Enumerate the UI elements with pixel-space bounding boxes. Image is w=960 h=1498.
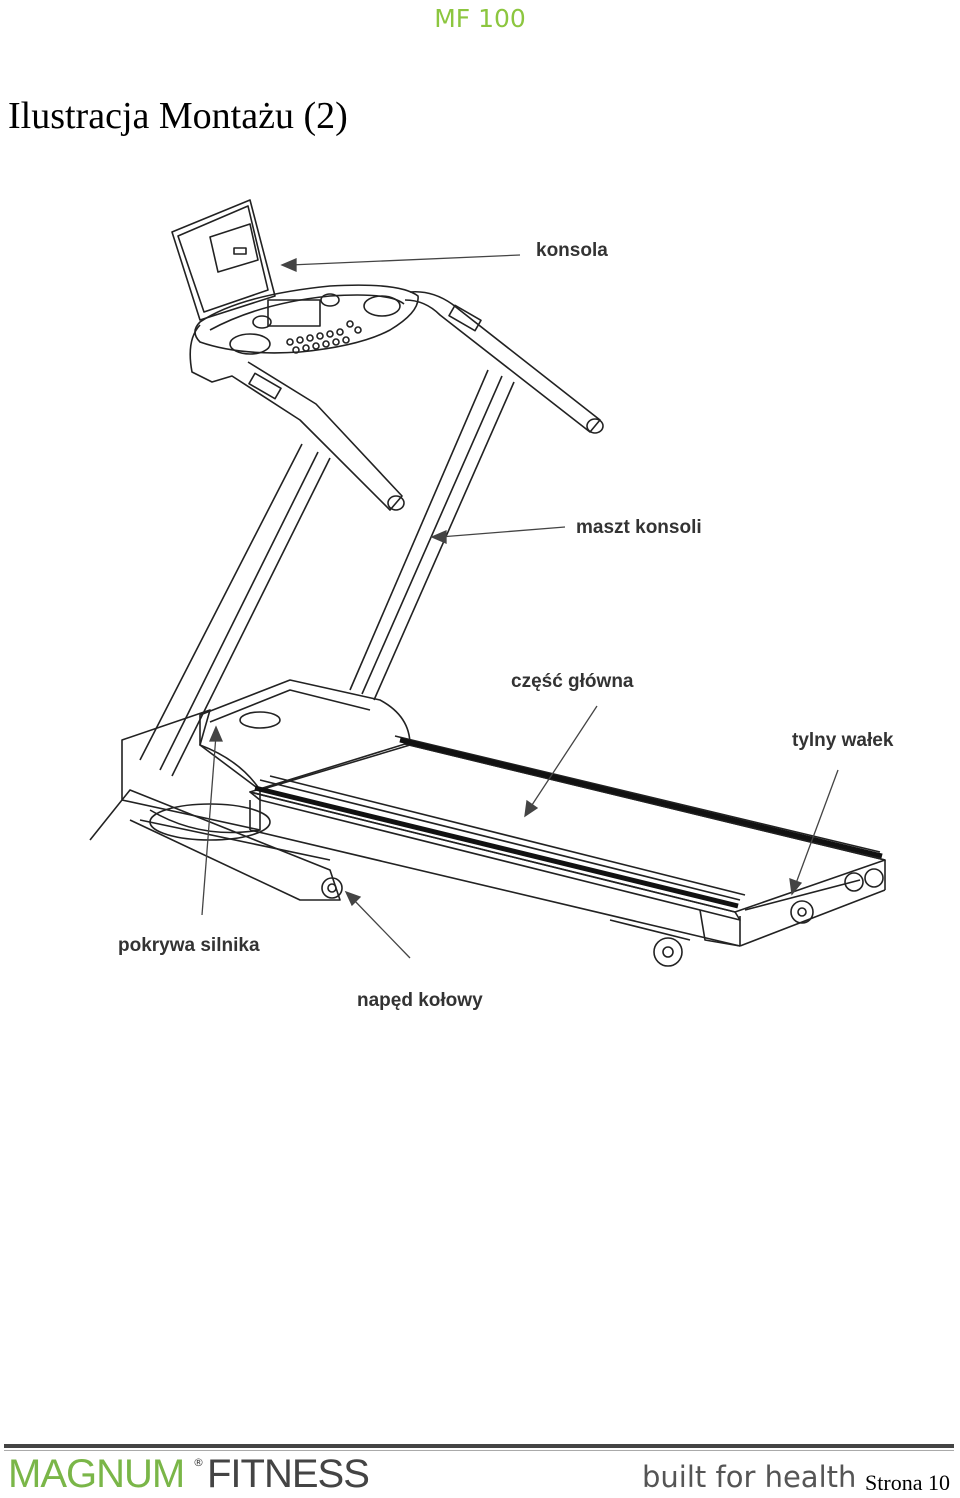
page-number: Strona 10: [865, 1470, 950, 1495]
console-mast: [139, 369, 515, 777]
side-rails: [254, 737, 883, 909]
label-wheel-drive: napęd kołowy: [357, 990, 483, 1011]
model-name: MF 100: [434, 4, 526, 33]
console-screen: [171, 199, 276, 321]
label-console: konsola: [536, 240, 608, 261]
brand-registered-mark: ®: [193, 1456, 204, 1469]
footer-divider-thin: [4, 1450, 954, 1451]
label-main-part: część główna: [511, 671, 634, 692]
brand-logo-magnum: MAGNUM: [8, 1452, 185, 1496]
treadmill-diagram: [89, 199, 886, 967]
label-console-mast: maszt konsoli: [576, 517, 702, 538]
handrails: [189, 290, 604, 511]
base-and-wheels: [89, 789, 884, 967]
brand-logo-fitness: FITNESS: [207, 1452, 370, 1496]
brand-tagline: built for health: [642, 1460, 857, 1494]
label-motor-cover: pokrywa silnika: [118, 935, 260, 956]
main-deck: [249, 735, 886, 947]
label-rear-roller: tylny wałek: [792, 730, 894, 751]
callout-pointers: [201, 254, 839, 959]
console-tray: [194, 284, 419, 355]
motor-cover: [121, 679, 411, 841]
page-title: Ilustracja Montażu (2): [8, 95, 348, 137]
footer-divider: [4, 1444, 954, 1448]
